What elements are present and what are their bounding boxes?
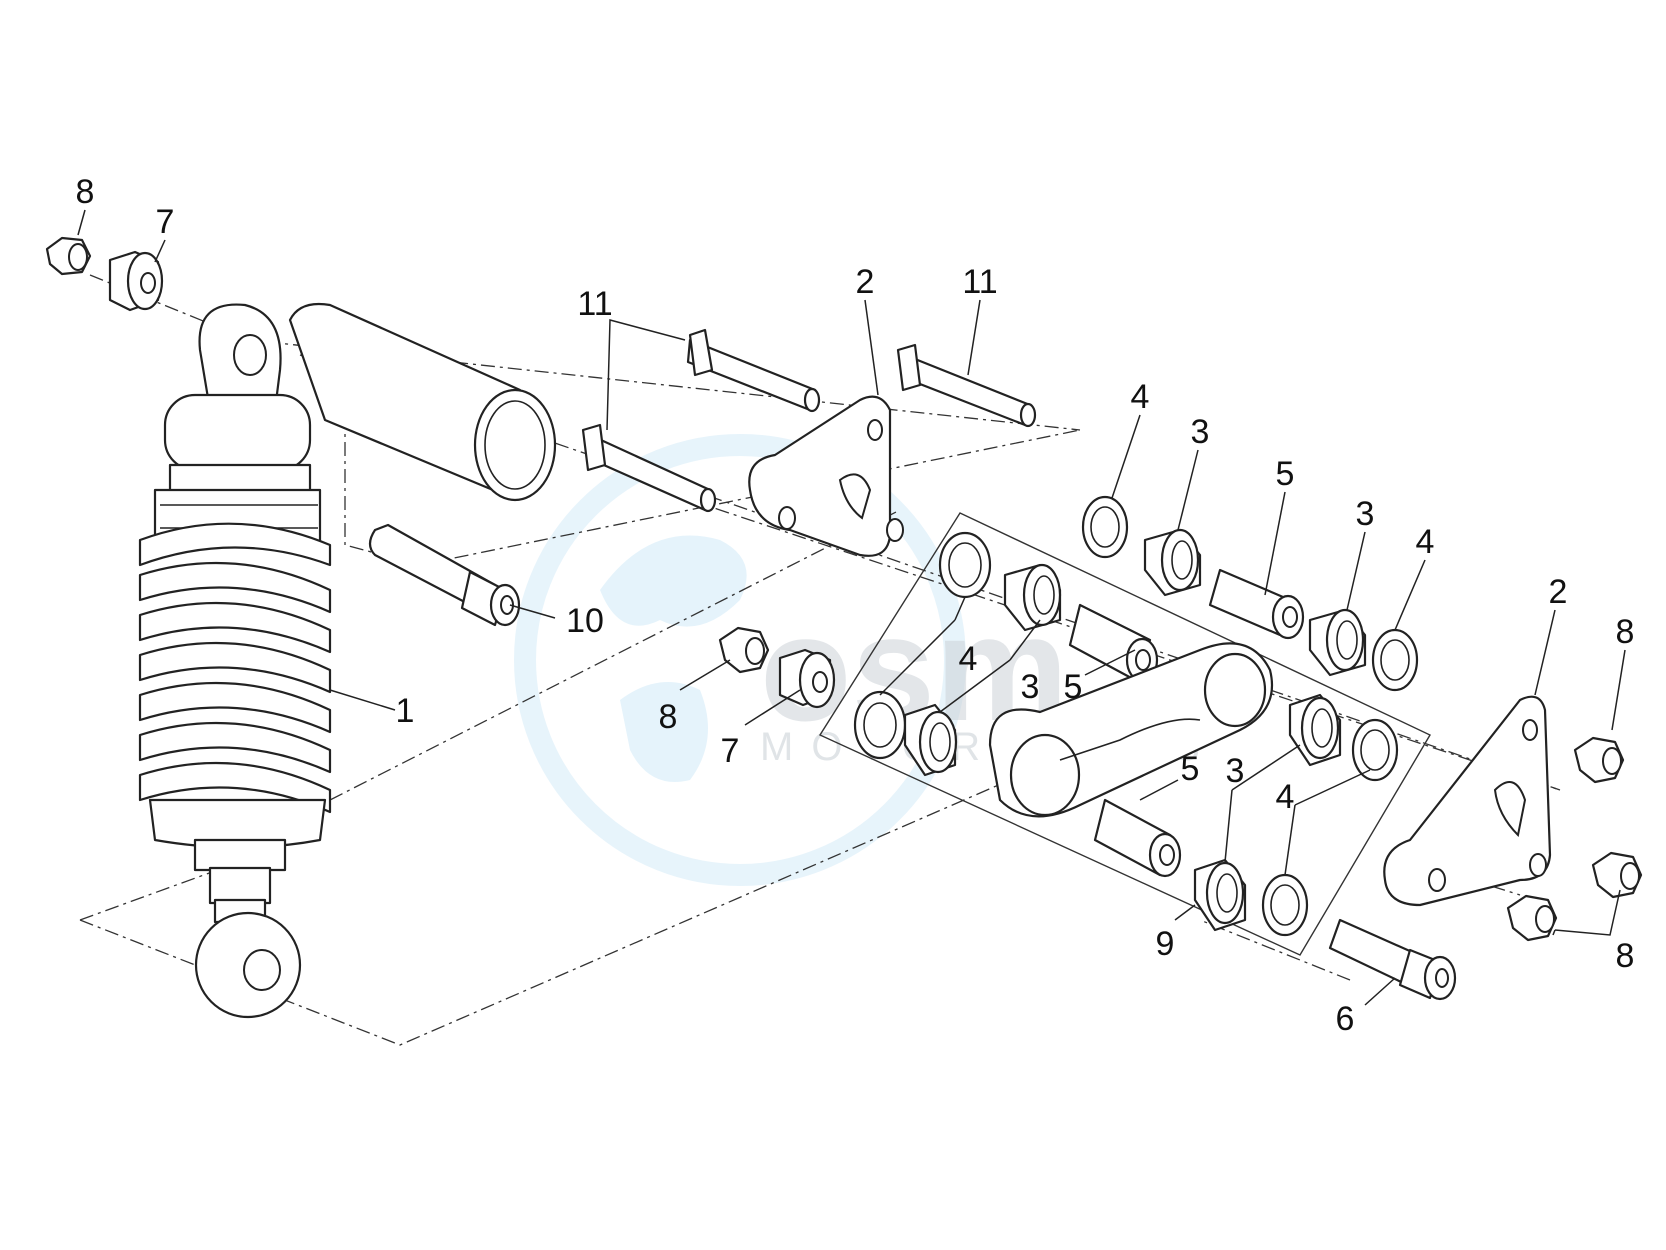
callout-3-middle: 3 [1021,668,1040,706]
callout-5-middle: 5 [1064,668,1083,706]
link-part-9 [988,642,1274,818]
callout-8-top-left: 8 [76,173,95,211]
callout-5-lower: 5 [1181,750,1200,788]
callout-3-upper-b: 3 [1356,495,1375,533]
callout-8-middle: 8 [659,698,678,736]
nut-part-8-right-low [1506,894,1558,942]
plate-part-2-left [748,395,904,557]
bushing-part-7-top-left [108,250,164,312]
bolt-part-11-lower [581,423,717,513]
leader-lines [77,209,1626,1006]
nut-part-8-middle [718,626,770,674]
callout-8-right-bottom: 8 [1616,937,1635,975]
callout-7-top-left: 7 [156,203,175,241]
plate-part-2-right [1383,695,1552,907]
seal-part-4-b [853,690,907,760]
nut-part-8-top-left [45,236,92,276]
bolt-part-11-right [896,343,1037,428]
callout-2-left: 2 [856,263,875,301]
callout-6: 6 [1336,1000,1355,1038]
callout-7-middle: 7 [721,732,740,770]
callout-8-right-top: 8 [1616,613,1635,651]
kit-9-frame [818,512,1431,956]
callout-4-lower: 4 [1276,778,1295,816]
callout-11-right: 11 [962,263,997,301]
bolt-part-11-upper [686,328,821,413]
bushing-part-3-a [1003,563,1062,632]
bushing-part-7-middle [778,648,836,709]
bushing-part-3-c [1143,528,1202,597]
bolt-part-6 [1328,918,1457,1001]
nut-part-8-right-top [1573,736,1625,784]
callout-10: 10 [566,602,604,640]
seal-part-4-d [1371,628,1419,692]
seal-part-4-c [1081,495,1129,559]
callout-11-left: 11 [577,285,612,323]
callout-5-upper: 5 [1276,455,1295,493]
shock-absorber-part-1 [138,302,557,1019]
callout-9: 9 [1156,925,1175,963]
callout-3-lower: 3 [1226,752,1245,790]
nut-part-8-right-mid [1591,851,1643,899]
callout-labels: 8 7 11 2 11 4 3 5 3 4 2 8 10 1 8 7 4 3 5… [76,173,1635,1038]
seal-part-4-e [1351,718,1399,782]
spacer-part-5-c [1093,798,1182,878]
bushing-part-3-d [1308,608,1367,677]
callout-1: 1 [396,692,415,730]
callout-4-middle: 4 [959,640,978,678]
spacer-part-5-a [1068,603,1159,683]
seal-part-4-a [938,531,992,599]
callout-2-right: 2 [1549,573,1568,611]
callout-4-upper-b: 4 [1416,523,1435,561]
callout-4-upper-a: 4 [1131,378,1150,416]
callout-3-upper-a: 3 [1191,413,1210,451]
bushing-part-3-e [1288,693,1342,767]
bushing-part-3-b [903,703,958,777]
pin-part-10 [368,523,521,627]
seal-part-4-f [1261,873,1309,937]
spacer-part-5-b [1208,568,1305,640]
bushing-part-3-f [1193,858,1247,932]
